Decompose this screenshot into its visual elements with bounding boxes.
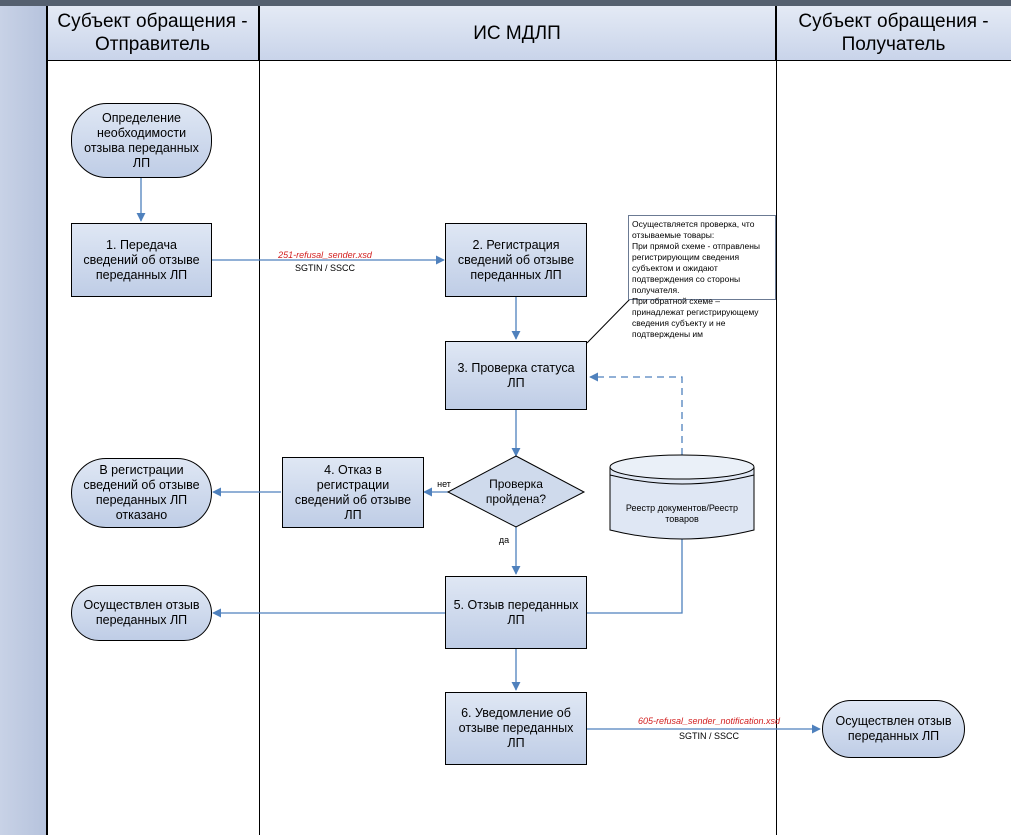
lane-receiver-line1: Субъект обращения - xyxy=(798,11,989,32)
decision-label: Проверка пройдена? xyxy=(485,477,547,506)
lane-receiver-line2: Получатель xyxy=(841,34,946,55)
done-sender-label: Осуществлен отзыв переданных ЛП xyxy=(83,598,200,627)
step3-process: 3. Проверка статуса ЛП xyxy=(445,341,587,410)
no-label: нет xyxy=(437,479,451,489)
done-sender-terminator: Осуществлен отзыв переданных ЛП xyxy=(71,585,212,641)
step4-label: 4. Отказ в регистрации сведений об отзыв… xyxy=(294,462,412,522)
msg1-file-label: 251-refusal_sender.xsd xyxy=(278,250,372,260)
lane-header-sender: Субъект обращения -Отправитель xyxy=(47,6,259,61)
lane-header-system: ИС МДЛП xyxy=(259,6,776,61)
step5-process: 5. Отзыв переданных ЛП xyxy=(445,576,587,649)
step3-label: 3. Проверка статуса ЛП xyxy=(457,360,575,390)
refused-label: В регистрации сведений об отзыве передан… xyxy=(83,463,200,522)
step2-label: 2. Регистрация сведений об отзыве переда… xyxy=(457,237,575,282)
registry-label-box: Реестр документов/Реестр товаров xyxy=(612,498,752,530)
refused-terminator: В регистрации сведений об отзыве передан… xyxy=(71,458,212,528)
edge-registry-step3 xyxy=(589,372,683,455)
edge-step5-registry xyxy=(587,529,687,614)
step4-process: 4. Отказ в регистрации сведений об отзыв… xyxy=(282,457,424,528)
lane-divider xyxy=(47,6,48,835)
msg2-file-label: 605-refusal_sender_notification.xsd xyxy=(637,716,781,726)
done-receiver-label: Осуществлен отзыв переданных ЛП xyxy=(835,714,952,743)
lane-sender-line2: Отправитель xyxy=(94,34,211,55)
decision-label-box: Проверка пройдена? xyxy=(458,472,574,512)
check-note: Осуществляется проверка, что отзываемые … xyxy=(628,215,776,339)
done-receiver-terminator: Осуществлен отзыв переданных ЛП xyxy=(822,700,965,758)
left-margin-strip xyxy=(0,0,47,835)
step5-label: 5. Отзыв переданных ЛП xyxy=(453,597,579,627)
step2-process: 2. Регистрация сведений об отзыве переда… xyxy=(445,223,587,297)
lane-divider xyxy=(259,6,260,835)
lane-system-title: ИС МДЛП xyxy=(473,22,561,44)
start-terminator: Определение необходимости отзыва передан… xyxy=(71,103,212,178)
lane-sender-line1: Субъект обращения - xyxy=(57,11,248,32)
decision-diamond xyxy=(446,455,586,528)
msg1-ids-label: SGTIN / SSCC xyxy=(294,263,355,273)
lane-header-receiver: Субъект обращения -Получатель xyxy=(776,6,1011,61)
registry-cylinder xyxy=(609,454,755,540)
step1-label: 1. Передача сведений об отзыве переданны… xyxy=(83,237,200,282)
lane-divider xyxy=(776,6,777,835)
start-label: Определение необходимости отзыва передан… xyxy=(84,110,199,170)
step6-process: 6. Уведомление об отзыве переданных ЛП xyxy=(445,692,587,765)
registry-label: Реестр документов/Реестр товаров xyxy=(625,503,739,524)
msg2-ids-label: SGTIN / SSCC xyxy=(678,731,739,741)
top-border xyxy=(0,0,1011,6)
step1-process: 1. Передача сведений об отзыве переданны… xyxy=(71,223,212,297)
step6-label: 6. Уведомление об отзыве переданных ЛП xyxy=(458,706,574,750)
yes-label: да xyxy=(498,535,510,545)
note-leader-line xyxy=(586,297,632,344)
